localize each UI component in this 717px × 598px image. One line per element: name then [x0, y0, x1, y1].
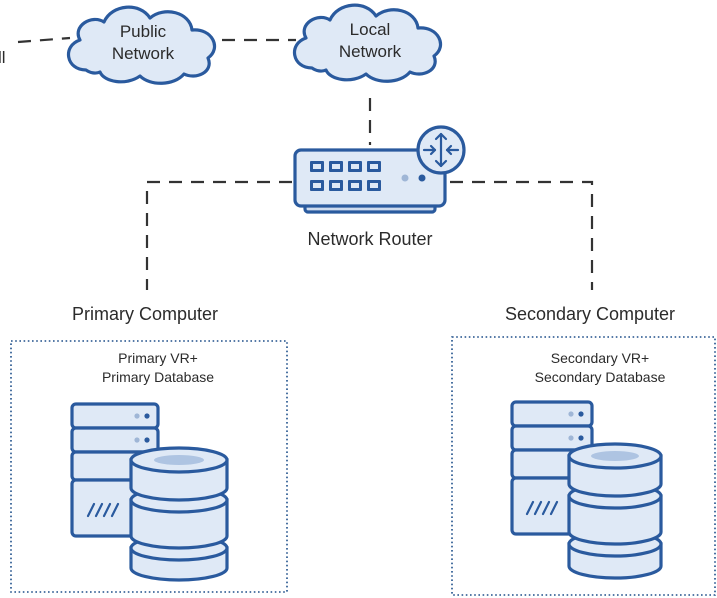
- connection-lines: [17, 36, 594, 290]
- primary-computer-label: Primary Computer: [72, 304, 218, 324]
- secondary-computer-label: Secondary Computer: [505, 304, 675, 324]
- primary-computer: Primary Computer Primary VR+ Primary Dat…: [10, 304, 288, 593]
- connector-router-to-secondary: [450, 180, 594, 290]
- connector-left-to-public: [17, 36, 71, 44]
- local-network-cloud: Local Network: [293, 3, 442, 83]
- primary-box-line1: Primary VR+: [118, 350, 198, 366]
- connector-router-to-primary: [145, 180, 292, 290]
- router-icon: [293, 125, 466, 214]
- public-network-cloud: Public Network: [67, 5, 216, 85]
- cloud-icon: [67, 5, 216, 85]
- secondary-computer-box: [451, 336, 716, 596]
- primary-box-line2: Primary Database: [102, 369, 214, 385]
- primary-computer-box: [10, 340, 288, 593]
- secondary-box-line1: Secondary VR+: [551, 350, 649, 366]
- local-network-label-line1: Local: [350, 20, 391, 39]
- secondary-computer: Secondary Computer Secondary VR+ Seconda…: [451, 304, 716, 596]
- network-router-label: Network Router: [307, 229, 432, 249]
- database-icon: [129, 446, 229, 582]
- network-router: Network Router: [293, 125, 466, 249]
- cloud-icon: [293, 3, 442, 83]
- local-network-label-line2: Network: [339, 42, 402, 61]
- public-network-label-line2: Network: [112, 44, 175, 63]
- clipped-edge-text: ll: [0, 48, 6, 67]
- secondary-box-line2: Secondary Database: [535, 369, 666, 385]
- database-icon: [567, 442, 663, 580]
- public-network-label-line1: Public: [120, 22, 167, 41]
